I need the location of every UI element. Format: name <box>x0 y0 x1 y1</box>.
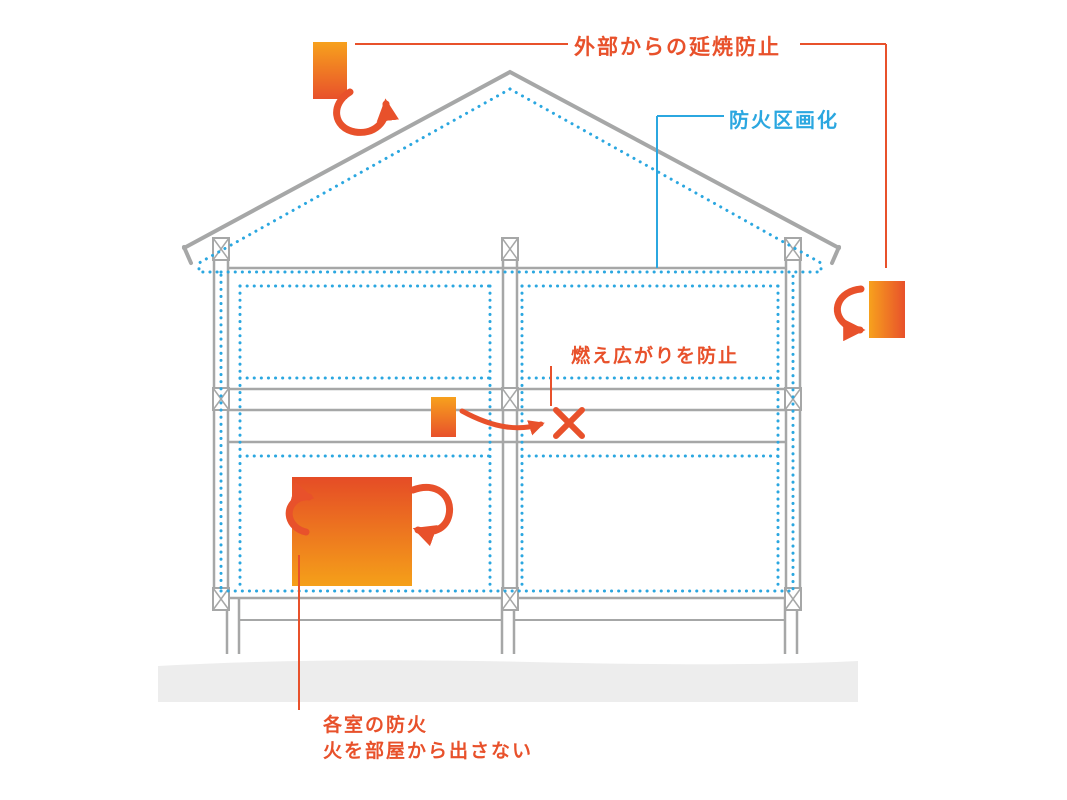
flame-right-icon <box>833 281 905 342</box>
beam-joint-markers <box>212 237 802 611</box>
roof-outline <box>182 69 841 265</box>
fire-swirl-arrow-icon <box>833 285 866 342</box>
blocked-x-icon <box>553 407 585 439</box>
label-prevent-fire-spread: 燃え広がりを防止 <box>571 345 740 367</box>
flame-interior-icon <box>431 397 545 437</box>
label-fire-compartmentalization: 防火区画化 <box>729 108 839 132</box>
fire-swirl-arrow-icon <box>333 88 399 136</box>
large-fire-icon <box>285 477 454 586</box>
label-room-fire-protection-line2: 火を部屋から出さない <box>323 740 534 762</box>
label-external-fire-prevention: 外部からの延焼防止 <box>574 35 781 59</box>
leader-lines <box>298 43 887 710</box>
label-room-fire-protection-line1: 各室の防火 <box>323 714 429 736</box>
fire-swirl-arrow-left-icon <box>285 482 315 536</box>
ground <box>158 660 858 702</box>
fire-swirl-arrow-right-icon <box>409 483 454 547</box>
spread-arrow-icon <box>459 408 545 436</box>
walls <box>212 246 802 598</box>
fire-compartment-dotted-boundary <box>197 87 823 593</box>
flame-top-left-icon <box>313 42 399 136</box>
